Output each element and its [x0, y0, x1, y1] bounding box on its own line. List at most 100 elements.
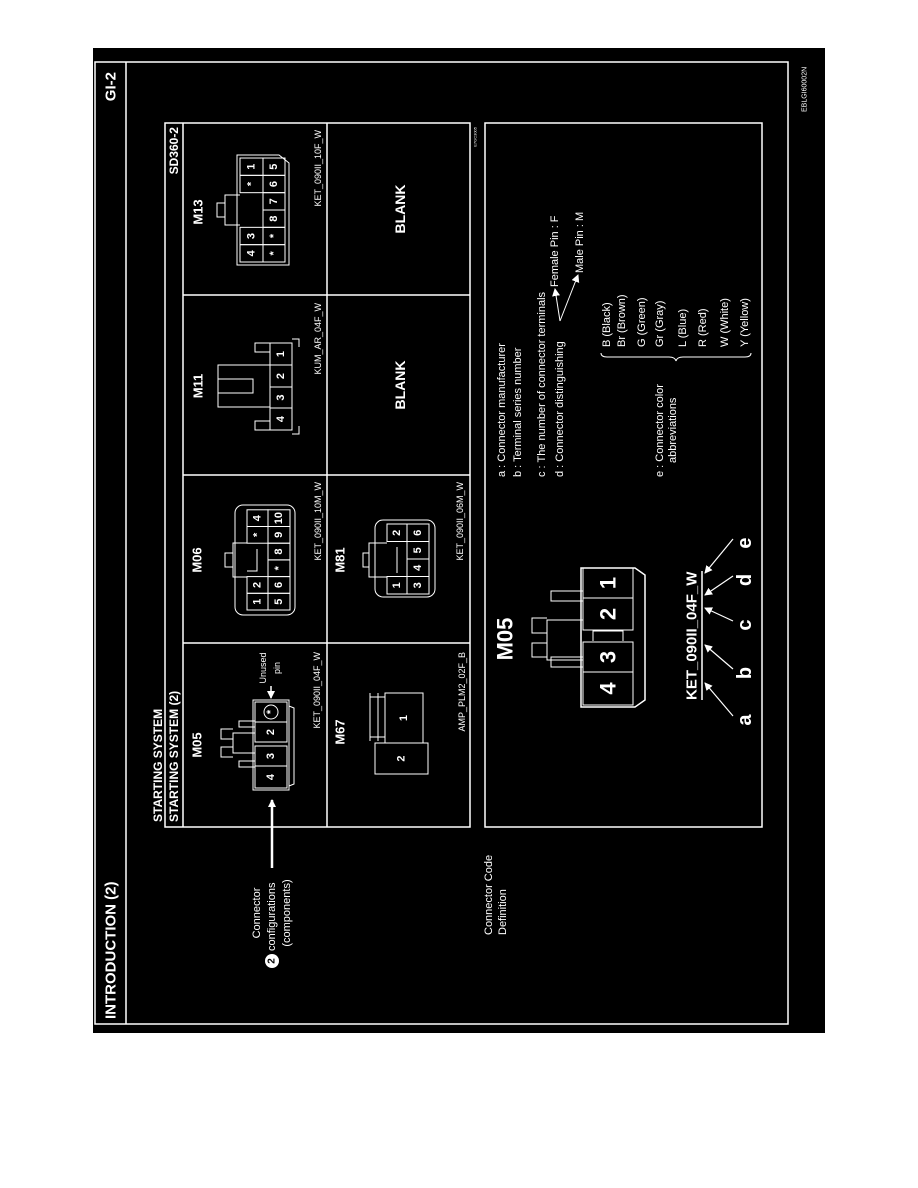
blank-cell-label: BLANK — [392, 361, 408, 410]
connector-label-m05: M05 — [190, 732, 205, 757]
callout-line1: Connector — [251, 887, 263, 938]
pin-number: 1 — [252, 599, 264, 605]
connector-outline-m06 — [224, 504, 296, 616]
example-pin-cell — [582, 567, 634, 599]
pin-number: 2 — [252, 582, 264, 588]
example-pin-number: 2 — [596, 608, 621, 620]
pin-number: 7 — [268, 198, 280, 204]
connector-label-m67: M67 — [333, 719, 348, 744]
color-abbreviation: Br (Brown) — [616, 294, 628, 347]
page-drawing: INTRODUCTION (2) GI-2 EBLGI60002N Connec… — [94, 61, 809, 1025]
pin-number: 3 — [246, 233, 258, 239]
pin-number: 5 — [412, 547, 424, 553]
example-connector-code: KET_090II_04F_W — [684, 571, 701, 700]
color-abbreviation: W (White) — [719, 298, 731, 347]
page-number: GI-2 — [103, 72, 120, 101]
definition-d: d : Connector distinguishing — [554, 341, 566, 477]
callout-line2: configurations — [266, 882, 278, 951]
unused-pin-label-line1: Unused — [258, 652, 268, 683]
pin-cell — [384, 692, 424, 744]
page-title: INTRODUCTION (2) — [103, 882, 120, 1020]
color-abbreviation: Y (Yellow) — [739, 298, 751, 347]
definition-e-line2: abbreviations — [667, 397, 679, 463]
connector-code-m06: KET_090II_10M_W — [313, 482, 323, 561]
male-pin-label: Male Pin : M — [574, 212, 586, 273]
pin-cell — [262, 157, 286, 176]
pin-number: 1 — [246, 164, 258, 170]
pin-number: 2 — [265, 729, 277, 735]
connector-code-m67: AMP_PLM2_02F_B — [457, 652, 467, 732]
code-letter-e: e — [734, 537, 756, 548]
color-abbreviation: L (Blue) — [677, 309, 689, 347]
color-abbreviation: R (Red) — [697, 308, 709, 347]
connector-code-m81: KET_090II_06M_W — [455, 482, 465, 561]
pin-number: * — [246, 181, 258, 186]
pin-cell — [254, 701, 288, 723]
pin-number: * — [268, 233, 280, 238]
code-letter-c: c — [734, 619, 756, 630]
connector-label-m06: M06 — [190, 547, 205, 572]
connector-outline-m05: Unused pin — [220, 652, 295, 791]
connector-pins: 432*12*456*8910432143*1**876521123456432… — [239, 157, 634, 789]
example-connector-outline — [531, 567, 646, 708]
letter-arrow — [704, 644, 734, 670]
example-pin-cell — [582, 641, 634, 673]
pin-number: 9 — [273, 532, 285, 538]
male-arrow — [559, 274, 580, 322]
connector-outline-m13 — [216, 154, 290, 266]
connector-outline-m67 — [369, 693, 385, 741]
color-abbreviation: G (Green) — [636, 297, 648, 347]
code-letter-d: d — [734, 574, 756, 586]
color-list: B (Black)Br (Brown)G (Green)Gr (Gray)L (… — [601, 294, 751, 347]
pin-number: 6 — [268, 181, 280, 187]
letter-arrow — [704, 575, 734, 596]
pin-number: * — [252, 532, 264, 537]
unused-pin-label-line2: pin — [272, 662, 282, 674]
pin-cell — [254, 745, 288, 767]
pin-number: 1 — [275, 351, 287, 357]
system-subtitle: STARTING SYSTEM (2) — [167, 691, 181, 822]
pin-number: 2 — [396, 755, 408, 761]
code-letter-a: a — [734, 714, 756, 726]
reference-code: SD360-2 — [167, 127, 181, 175]
manual-page: INTRODUCTION (2) GI-2 EBLGI60002N Connec… — [93, 48, 825, 1033]
connector-label-m13: M13 — [191, 199, 206, 224]
pin-number: 6 — [412, 530, 424, 536]
document-code: EBLGI60002N — [802, 67, 809, 112]
pin-number: 1 — [391, 582, 403, 588]
color-brace — [600, 352, 752, 362]
definition-e: e : Connector color — [654, 384, 666, 477]
system-title: STARTING SYSTEM — [151, 709, 165, 822]
pin-number: 8 — [273, 548, 285, 554]
connector-label-m81: M81 — [333, 547, 348, 572]
pin-number: 3 — [265, 753, 277, 759]
letter-arrow — [704, 682, 734, 717]
section-label-line1: Connector Code — [483, 855, 495, 935]
section-label-line2: Definition — [497, 889, 509, 935]
connector-code-m11: KUM_AR_04F_W — [313, 303, 323, 375]
color-abbreviation: Gr (Gray) — [654, 301, 666, 347]
pin-number: 2 — [391, 530, 403, 536]
pin-number: 6 — [273, 582, 285, 588]
example-connector-label: M05 — [493, 618, 518, 661]
pin-cell — [267, 509, 291, 527]
pin-number: 4 — [412, 564, 424, 571]
pin-cell — [406, 523, 430, 542]
example-pin-number: 1 — [596, 577, 621, 589]
pin-number: * — [273, 565, 285, 570]
example-pin-number: 4 — [596, 682, 621, 695]
pin-number: 2 — [275, 373, 287, 379]
callout-number-badge — [265, 954, 279, 968]
callout-line3: (components) — [281, 879, 293, 946]
pin-number: * — [268, 250, 280, 255]
pin-number: 4 — [275, 415, 287, 422]
connector-outline-m81 — [362, 519, 436, 598]
pin-number: 5 — [268, 164, 280, 170]
definition-a: a : Connector manufacturer — [496, 343, 508, 477]
female-arrow — [552, 288, 561, 322]
pin-number: 4 — [265, 773, 277, 780]
pin-number: * — [265, 709, 277, 714]
unused-pin-marker — [263, 704, 279, 720]
pin-number: 10 — [273, 512, 285, 524]
